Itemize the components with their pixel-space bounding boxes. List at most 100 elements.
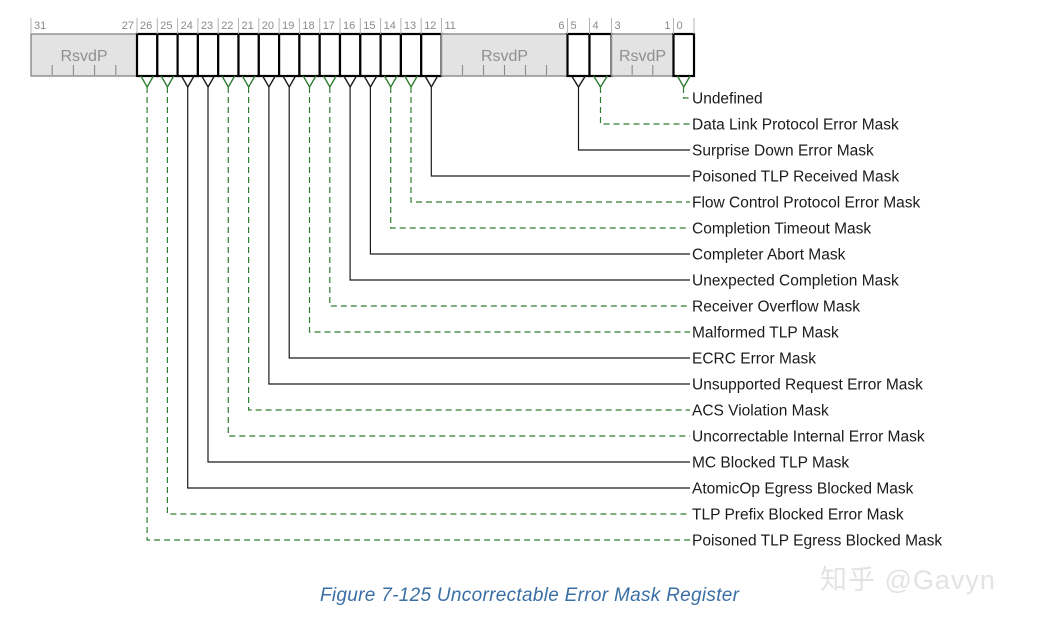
bit-number-6: 6 (558, 20, 564, 32)
callout-label-bit-17: Receiver Overflow Mask (692, 299, 860, 316)
field-cell-bit-24 (176, 32, 200, 78)
bit-number-20: 20 (262, 20, 274, 32)
bit-tap-marker-18 (302, 75, 317, 89)
callout-label-bit-13: Flow Control Protocol Error Mask (692, 195, 921, 212)
callout-label-bit-5: Surprise Down Error Mask (692, 143, 874, 160)
leader-line-bit-16 (349, 87, 690, 281)
field-cell-bit-5 (566, 32, 591, 78)
field-cell-bit-14 (379, 32, 403, 78)
bit-number-25: 25 (160, 20, 172, 32)
bit-tap-marker-22 (221, 75, 236, 89)
field-cell-bit-21 (237, 32, 260, 78)
callout-label-bit-0: Undefined (692, 91, 763, 108)
bit-number-5: 5 (571, 20, 577, 32)
bit-number-26: 26 (140, 20, 152, 32)
bit-tap-marker-16 (343, 75, 358, 89)
callout-label-bit-24: AtomicOp Egress Blocked Mask (692, 481, 914, 498)
leader-line-bit-12 (430, 87, 690, 177)
field-cell-bit-26 (135, 32, 159, 78)
bit-number-24: 24 (181, 20, 193, 32)
bit-tap-marker-17 (322, 75, 337, 89)
field-cell-bit-18 (298, 32, 321, 78)
leader-line-bit-4 (599, 87, 690, 125)
callout-label-bit-18: Malformed TLP Mask (692, 325, 839, 342)
callout-label-bit-26: Poisoned TLP Egress Blocked Mask (692, 533, 942, 550)
bit-number-11: 11 (445, 20, 456, 32)
field-cell-bit-20 (257, 32, 281, 78)
bit-tap-marker-23 (201, 75, 215, 89)
field-cell-bit-19 (278, 32, 301, 78)
bit-tap-marker-26 (140, 75, 155, 89)
leader-line-bit-25 (166, 87, 690, 515)
callout-label-bit-15: Completer Abort Mask (692, 247, 846, 264)
bit-tap-marker-21 (241, 75, 256, 89)
bit-tap-marker-24 (180, 75, 195, 89)
bit-tap-markers (140, 75, 691, 89)
bit-number-13: 13 (404, 20, 416, 32)
callout-leader-lines (146, 86, 690, 541)
callout-label-bit-16: Unexpected Completion Mask (692, 273, 899, 290)
bit-tap-marker-4 (593, 75, 608, 89)
field-cell-rsvdp-31-27 (30, 33, 138, 77)
rsvdp-label-rsvdp-31-27: RsvdP (60, 48, 107, 65)
callout-label-bit-4: Data Link Protocol Error Mask (692, 117, 899, 134)
bit-number-18: 18 (302, 20, 314, 32)
bit-tap-marker-15 (363, 75, 378, 89)
watermark: 知乎 @Gavyn (820, 565, 996, 595)
bit-number-22: 22 (221, 20, 233, 32)
field-cell-bit-17 (318, 32, 342, 78)
leader-line-bit-18 (308, 87, 690, 333)
bit-tap-marker-5 (571, 75, 586, 89)
leader-line-bit-17 (329, 87, 690, 307)
callout-label-bit-22: Uncorrectable Internal Error Mask (692, 429, 925, 446)
bit-number-0: 0 (677, 20, 683, 32)
bit-number-23: 23 (201, 20, 213, 32)
field-cell-bit-13 (399, 32, 423, 78)
callout-label-bit-21: ACS Violation Mask (692, 403, 829, 420)
leader-line-bit-20 (268, 87, 690, 385)
field-cell-bit-25 (156, 32, 179, 78)
bit-number-19: 19 (282, 20, 294, 32)
bit-number-3: 3 (615, 20, 621, 32)
bit-number-15: 15 (363, 20, 375, 32)
bit-number-17: 17 (323, 20, 335, 32)
bit-number-21: 21 (242, 20, 254, 32)
leader-line-bit-23 (207, 87, 690, 463)
leader-line-bit-15 (369, 87, 690, 255)
leader-line-bit-13 (410, 87, 690, 203)
field-cell-bit-15 (359, 32, 382, 78)
field-cell-bit-16 (338, 32, 362, 78)
field-cell-bit-23 (196, 32, 220, 78)
bit-number-31: 31 (34, 20, 46, 32)
callout-label-bit-19: ECRC Error Mask (692, 351, 816, 368)
bit-tap-marker-0 (676, 75, 691, 89)
rsvdp-label-rsvdp-11-6: RsvdP (481, 48, 528, 65)
leader-line-bit-26 (146, 87, 690, 541)
field-cell-bit-22 (217, 32, 240, 78)
bit-tap-marker-13 (404, 75, 418, 89)
callout-label-bit-25: TLP Prefix Blocked Error Mask (692, 507, 904, 524)
leader-line-bit-5 (577, 87, 690, 151)
leader-line-bit-14 (390, 87, 690, 229)
bit-number-27: 27 (122, 20, 134, 32)
callout-label-bit-12: Poisoned TLP Received Mask (692, 169, 899, 186)
leader-line-bit-21 (248, 87, 690, 411)
bit-number-16: 16 (343, 20, 355, 32)
field-cell-bit-12 (420, 32, 443, 78)
bit-tap-marker-25 (160, 75, 175, 89)
field-cell-bit-4 (588, 32, 613, 78)
bit-number-1: 1 (664, 20, 670, 32)
callout-label-bit-23: MC Blocked TLP Mask (692, 455, 849, 472)
leader-line-bit-19 (288, 87, 690, 359)
field-cell-bit-0 (672, 32, 696, 78)
bit-tap-marker-20 (262, 75, 276, 89)
callout-label-bit-20: Unsupported Request Error Mask (692, 377, 923, 394)
bit-number-4: 4 (593, 20, 599, 32)
bit-number-12: 12 (424, 20, 436, 32)
bit-tap-marker-14 (383, 75, 398, 89)
bit-tap-marker-19 (282, 75, 297, 89)
